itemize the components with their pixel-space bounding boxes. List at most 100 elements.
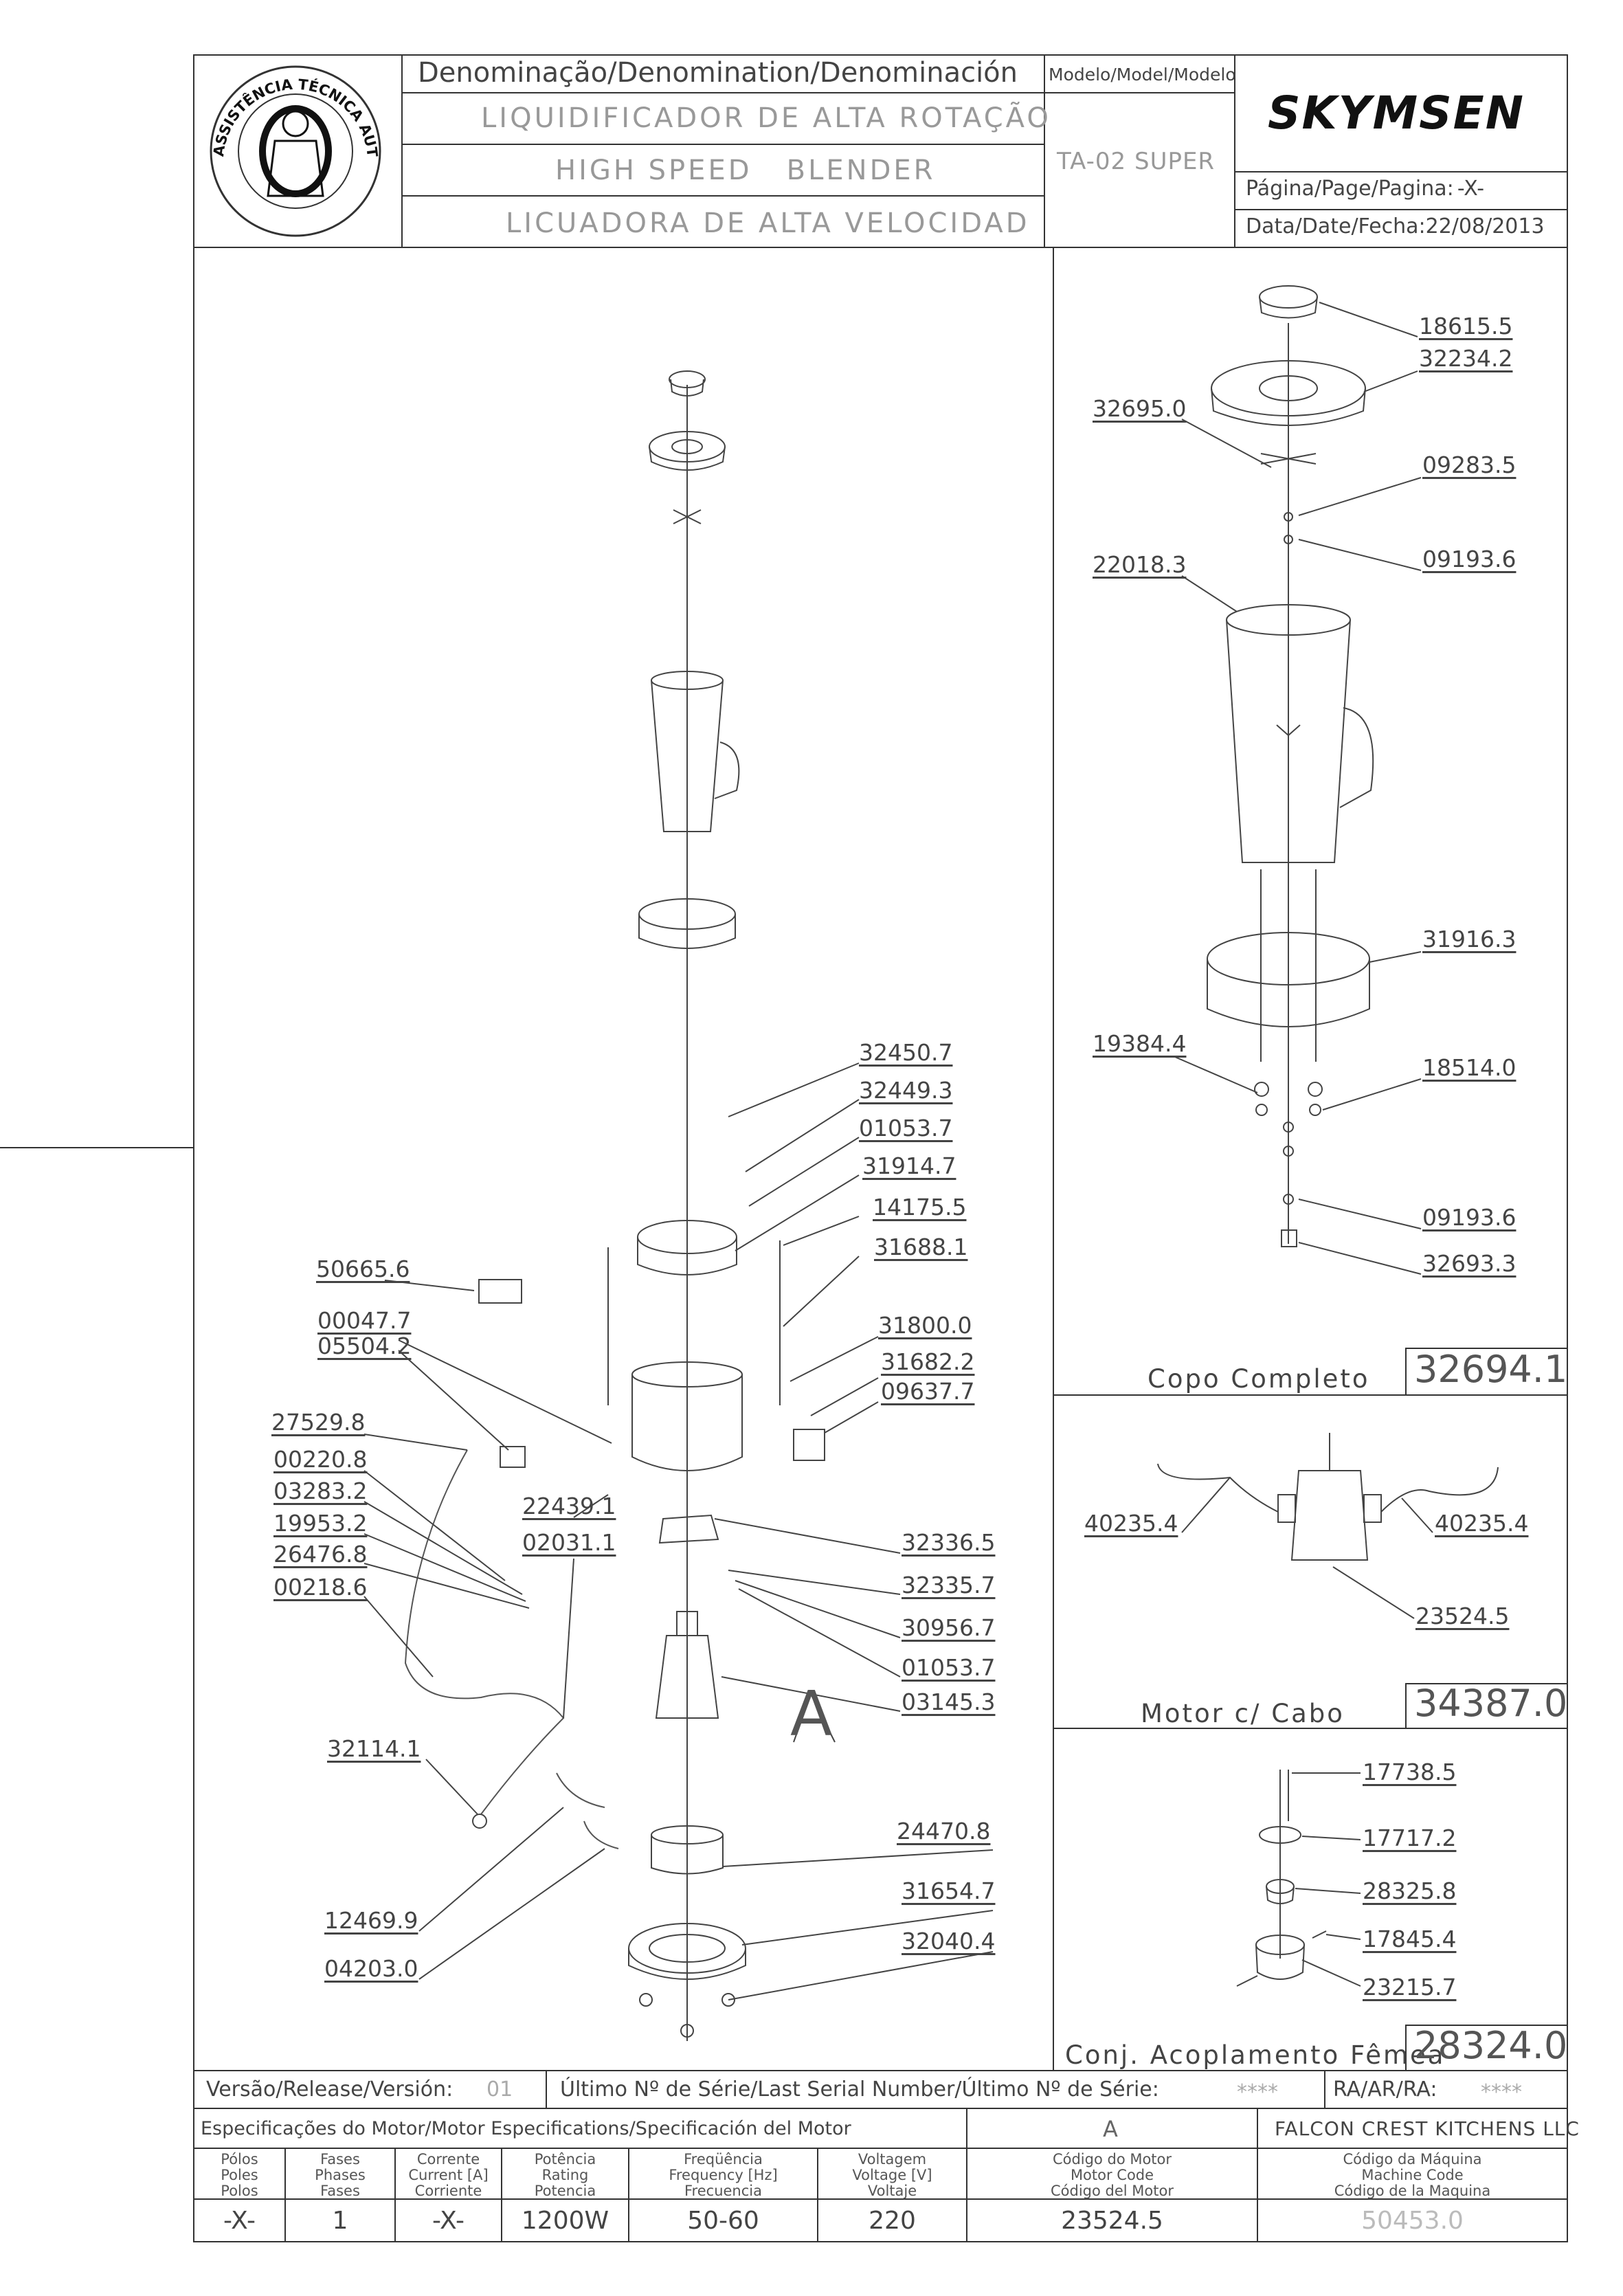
main-part-number: 05504.2 [317, 1333, 412, 1359]
spec-column-value: 23524.5 [1061, 2207, 1163, 2235]
spec-heading-line: Voltaje [867, 2183, 917, 2199]
main-part-number: 26476.8 [273, 1541, 368, 1568]
main-part-number: 00047.7 [317, 1307, 412, 1334]
main-part-number: 02031.1 [522, 1529, 616, 1556]
jar-part-number: 32234.2 [1419, 345, 1513, 372]
spec-heading-line: Corrente [416, 2151, 480, 2167]
coupling-part-number: 17845.4 [1363, 1926, 1457, 1952]
name-es: LICUADORA DE ALTA VELOCIDAD [506, 208, 1030, 239]
denomination-label: Denominação/Denomination/Denominación [418, 57, 1018, 89]
main-part-number: 31914.7 [862, 1152, 956, 1179]
jar-part-number: 09193.6 [1422, 546, 1516, 572]
jar-assembly-code: 32694.1 [1414, 1348, 1568, 1391]
spec-heading-line: Phases [315, 2167, 366, 2183]
date-value: 22/08/2013 [1425, 214, 1545, 238]
main-part-number: 32449.3 [859, 1077, 953, 1104]
jar-part-number: 18615.5 [1419, 313, 1513, 339]
coupling-part-number: 17717.2 [1363, 1825, 1457, 1851]
spec-heading-line: Código da Máquina [1343, 2151, 1482, 2167]
svg-text:ASSISTÊNCIA TÉCNICA AUTORIZADA: ASSISTÊNCIA TÉCNICA AUTORIZADA [206, 65, 381, 159]
coupling-assembly-title: Conj. Acoplamento Fêmea [1065, 2040, 1446, 2070]
spec-column-value: -X- [432, 2207, 465, 2235]
main-part-number: 24470.8 [897, 1818, 991, 1844]
main-part-number: 14175.5 [873, 1194, 967, 1221]
spec-column-value: 1 [332, 2207, 348, 2235]
spec-heading-line: Voltagem [858, 2151, 927, 2167]
jar-part-number: 09193.6 [1422, 1204, 1516, 1231]
jar-part-number: 18514.0 [1422, 1054, 1516, 1081]
page-row: Página/Page/Pagina: -X- [1246, 179, 1484, 199]
main-part-number: 32040.4 [902, 1928, 996, 1954]
ra-value: **** [1481, 2080, 1522, 2104]
coupling-part-number: 17738.5 [1363, 1759, 1457, 1785]
motor-assembly-code: 34387.0 [1414, 1682, 1568, 1725]
name-en: HIGH SPEED BLENDER [555, 155, 936, 186]
ra-label: RA/AR/RA: [1333, 2077, 1437, 2102]
main-part-number: 32335.7 [902, 1572, 996, 1598]
motor-assembly-title: Motor c/ Cabo [1141, 1699, 1345, 1728]
spec-label: Especificações do Motor/Motor Especifica… [201, 2118, 851, 2139]
spec-heading-line: Voltage [V] [852, 2167, 932, 2183]
spec-column-value: -X- [223, 2207, 256, 2235]
main-part-number: 09637.7 [881, 1378, 975, 1405]
main-part-number: 12469.9 [324, 1907, 418, 1934]
main-part-number: 03145.3 [902, 1688, 996, 1715]
model-value: TA-02 SUPER [1057, 148, 1216, 175]
spec-heading-line: Código de la Maquina [1334, 2183, 1491, 2199]
motor-part-number: 40235.4 [1435, 1510, 1529, 1537]
spec-marker: A [1103, 2116, 1118, 2142]
jar-part-number: 32693.3 [1422, 1250, 1516, 1277]
version-label: Versão/Release/Versión: [206, 2077, 454, 2102]
spec-heading-line: Polos [221, 2183, 258, 2199]
seal-lettering: ASSISTÊNCIA TÉCNICA AUTORIZADA [200, 52, 381, 159]
main-part-number: 03283.2 [273, 1478, 368, 1504]
spec-heading-line: Pólos [221, 2151, 258, 2167]
page-label: Página/Page/Pagina: [1246, 177, 1454, 201]
main-part-number: 00218.6 [273, 1574, 368, 1601]
spec-heading-line: Rating [541, 2167, 589, 2183]
model-label: Modelo/Model/Modelo [1049, 65, 1236, 85]
main-part-number: 30956.7 [902, 1614, 996, 1641]
spec-heading-line: Potencia [534, 2183, 596, 2199]
jar-part-number: 09283.5 [1422, 452, 1516, 478]
brand-logo: SKYMSEN [1268, 87, 1525, 140]
spec-heading-line: Poles [221, 2167, 258, 2183]
spec-heading-line: Machine Code [1361, 2167, 1464, 2183]
name-pt: LIQUIDIFICADOR DE ALTA ROTAÇÃO [481, 102, 1051, 134]
spec-column-value: 50453.0 [1361, 2207, 1464, 2235]
spec-heading-line: Código del Motor [1051, 2183, 1174, 2199]
spec-column-value: 1200W [521, 2207, 609, 2235]
spec-heading-line: Corriente [414, 2183, 482, 2199]
company-name: FALCON CREST KITCHENS LLC [1275, 2117, 1580, 2140]
jar-assembly-title: Copo Completo [1148, 1364, 1370, 1394]
main-part-number: 04203.0 [324, 1955, 418, 1982]
main-part-number: 31688.1 [874, 1234, 968, 1260]
main-part-number: 31654.7 [902, 1877, 996, 1904]
serial-value: **** [1237, 2080, 1278, 2104]
spec-heading-line: Fases [320, 2151, 360, 2167]
motor-marker: A [790, 1678, 833, 1750]
spec-heading-line: Frequency [Hz] [669, 2167, 778, 2183]
main-part-number: 32450.7 [859, 1039, 953, 1066]
coupling-assembly-code: 28324.0 [1414, 2024, 1568, 2067]
spec-heading-line: Frecuencia [684, 2183, 762, 2199]
coupling-part-number: 28325.8 [1363, 1877, 1457, 1904]
spec-heading-line: Fases [320, 2183, 360, 2199]
main-part-number: 31800.0 [878, 1312, 972, 1339]
motor-part-number: 40235.4 [1084, 1510, 1178, 1537]
spec-column-value: 50-60 [687, 2207, 759, 2235]
main-part-number: 50665.6 [316, 1256, 410, 1282]
spec-heading-line: Freqüência [684, 2151, 763, 2167]
serial-label: Último Nº de Série/Last Serial Number/Úl… [560, 2077, 1159, 2102]
jar-part-number: 32695.0 [1093, 395, 1187, 422]
page-value: -X- [1457, 177, 1485, 201]
